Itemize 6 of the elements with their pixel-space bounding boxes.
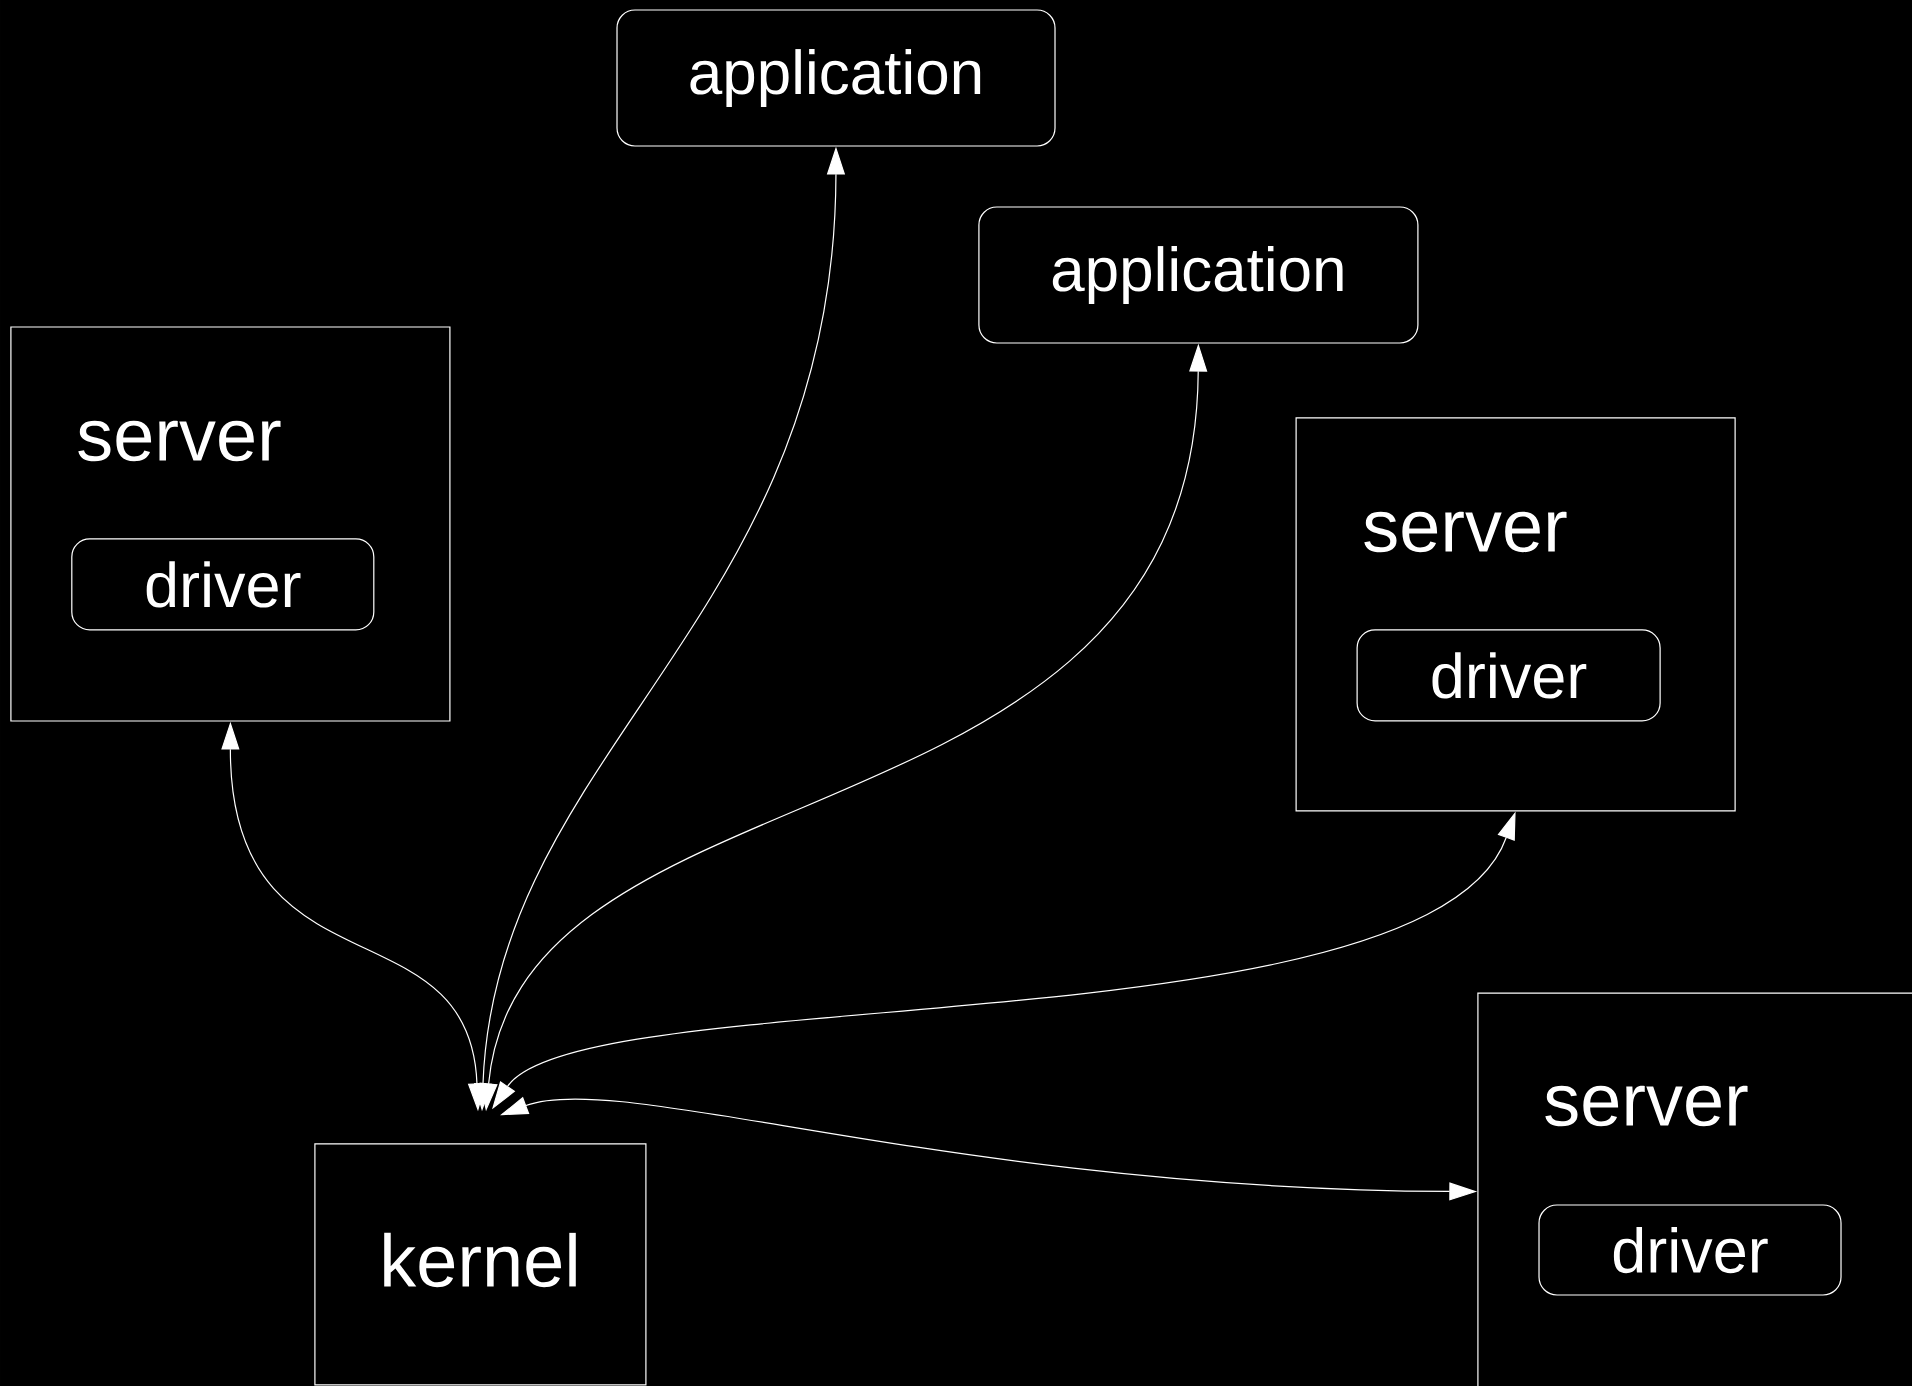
box: kernel — [314, 1143, 647, 1386]
rounded-box: application — [616, 9, 1056, 147]
rounded-box: application — [978, 206, 1419, 344]
rounded-box: driver — [1356, 629, 1661, 722]
rounded-box: driver — [1538, 1204, 1842, 1296]
rounded-box: driver — [71, 538, 375, 631]
